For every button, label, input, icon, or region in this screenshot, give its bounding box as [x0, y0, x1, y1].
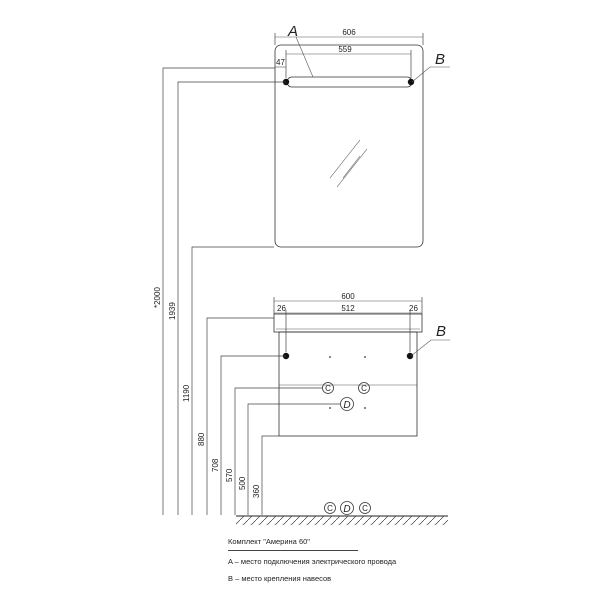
- callout-b-mirror-leader: [411, 66, 450, 83]
- mirror-reflection-mark: [336, 148, 368, 188]
- callout-b-cabinet-label: B: [436, 323, 446, 340]
- floor-drain-point: D: [340, 501, 354, 515]
- legend-item-b: B – место крепления навесов: [228, 574, 332, 583]
- svg-text:C: C: [361, 384, 367, 393]
- callout-a-leader: [295, 36, 314, 78]
- cabinet-fixing-point-right: [406, 352, 414, 360]
- dim-mirror-light: 559: [338, 45, 352, 54]
- legend-title: Комплект "Америна 60": [228, 537, 310, 546]
- dim-mirror-edge: 47: [276, 58, 285, 67]
- height-500: 500: [238, 476, 247, 490]
- mirror-reflection-mark: [342, 155, 361, 179]
- dim-cabinet-overall: 600: [341, 292, 355, 301]
- height-708: 708: [211, 458, 220, 472]
- cabinet-drain-point: D: [340, 397, 354, 411]
- cabinet-pipe-hot: C: [358, 382, 370, 394]
- height-570: 570: [225, 468, 234, 482]
- height-880: 880: [197, 432, 206, 446]
- height-dimensions: *2000 1939 1190 880 708 570 500 360: [153, 67, 340, 515]
- mirror-outline: [274, 44, 424, 248]
- legend-item-a: A – место подключения электрического про…: [228, 557, 397, 566]
- height-360: 360: [252, 484, 261, 498]
- svg-text:D: D: [343, 400, 350, 411]
- cabinet-group: C C D 600 512 26 26 B: [273, 292, 450, 437]
- callout-b-cabinet-leader: [410, 339, 450, 357]
- cabinet-body: [278, 331, 418, 437]
- floor-group: C D C: [236, 501, 448, 525]
- mirror-fixing-point-right: [407, 78, 415, 86]
- dim-cabinet-inner: 512: [341, 304, 355, 313]
- svg-text:C: C: [325, 384, 331, 393]
- callout-a-label: A: [287, 23, 298, 40]
- dim-mirror-overall: 606: [342, 28, 356, 37]
- height-1190: 1190: [182, 384, 191, 402]
- legend-divider: [228, 550, 358, 551]
- cabinet-pipe-cold: C: [322, 382, 334, 394]
- svg-text:D: D: [343, 504, 350, 515]
- svg-text:C: C: [362, 504, 368, 513]
- floor-pipe-hot: C: [359, 502, 371, 514]
- height-1939: 1939: [168, 302, 177, 320]
- dim-cabinet-left: 26: [277, 304, 286, 313]
- svg-text:C: C: [327, 504, 333, 513]
- mirror-light-strip: [286, 76, 413, 88]
- height-2000: *2000: [153, 287, 162, 308]
- callout-b-mirror-label: B: [435, 51, 445, 68]
- floor-hatch: [236, 516, 448, 525]
- mirror-reflection-mark: [329, 139, 361, 179]
- dim-cabinet-right: 26: [409, 304, 418, 313]
- floor-pipe-cold: C: [324, 502, 336, 514]
- mirror-group: 606 559 47 A B: [274, 23, 450, 248]
